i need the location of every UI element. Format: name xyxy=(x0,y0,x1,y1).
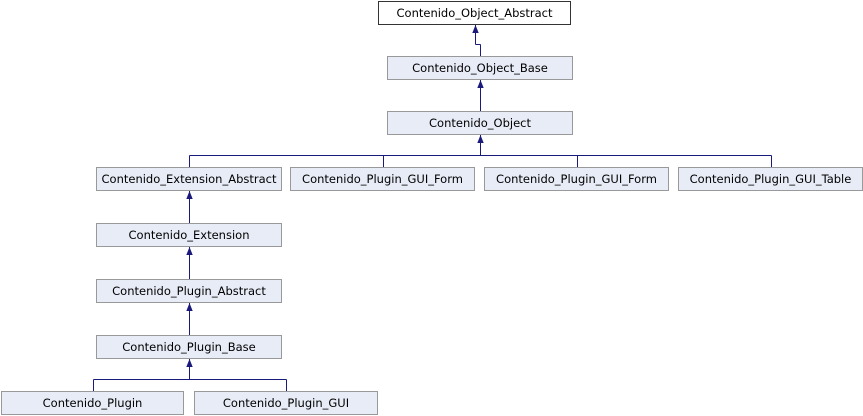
node-contenido-plugin-base[interactable]: Contenido_Plugin_Base xyxy=(96,335,282,359)
node-label: Contenido_Plugin_GUI_Table xyxy=(689,172,852,186)
node-label: Contenido_Plugin_Abstract xyxy=(112,284,266,298)
node-label: Contenido_Object xyxy=(429,116,531,130)
node-contenido-plugin[interactable]: Contenido_Plugin xyxy=(1,391,184,415)
node-label: Contenido_Plugin_GUI_Form xyxy=(302,172,463,186)
node-contenido-plugin-gui-table[interactable]: Contenido_Plugin_GUI_Table xyxy=(678,167,863,191)
node-contenido-plugin-gui-form[interactable]: Contenido_Plugin_GUI_Form xyxy=(290,167,475,191)
node-label: Contenido_Object_Abstract xyxy=(396,6,553,20)
node-label: Contenido_Plugin_Base xyxy=(122,340,256,354)
node-contenido-plugin-gui-form[interactable]: Contenido_Plugin_GUI_Form xyxy=(484,167,669,191)
node-label: Contenido_Extension_Abstract xyxy=(101,172,277,186)
node-label: Contenido_Plugin xyxy=(42,396,143,410)
node-label: Contenido_Plugin_GUI_Form xyxy=(496,172,657,186)
node-contenido-object[interactable]: Contenido_Object xyxy=(387,111,573,135)
node-contenido-object-abstract[interactable]: Contenido_Object_Abstract xyxy=(378,1,571,25)
node-contenido-object-base[interactable]: Contenido_Object_Base xyxy=(387,56,573,80)
node-label: Contenido_Extension xyxy=(128,228,250,242)
node-contenido-plugin-abstract[interactable]: Contenido_Plugin_Abstract xyxy=(96,279,282,303)
node-contenido-plugin-gui[interactable]: Contenido_Plugin_GUI xyxy=(194,391,378,415)
node-label: Contenido_Object_Base xyxy=(412,61,548,75)
node-contenido-extension[interactable]: Contenido_Extension xyxy=(96,223,282,247)
node-label: Contenido_Plugin_GUI xyxy=(222,396,350,410)
node-contenido-extension-abstract[interactable]: Contenido_Extension_Abstract xyxy=(96,167,282,191)
